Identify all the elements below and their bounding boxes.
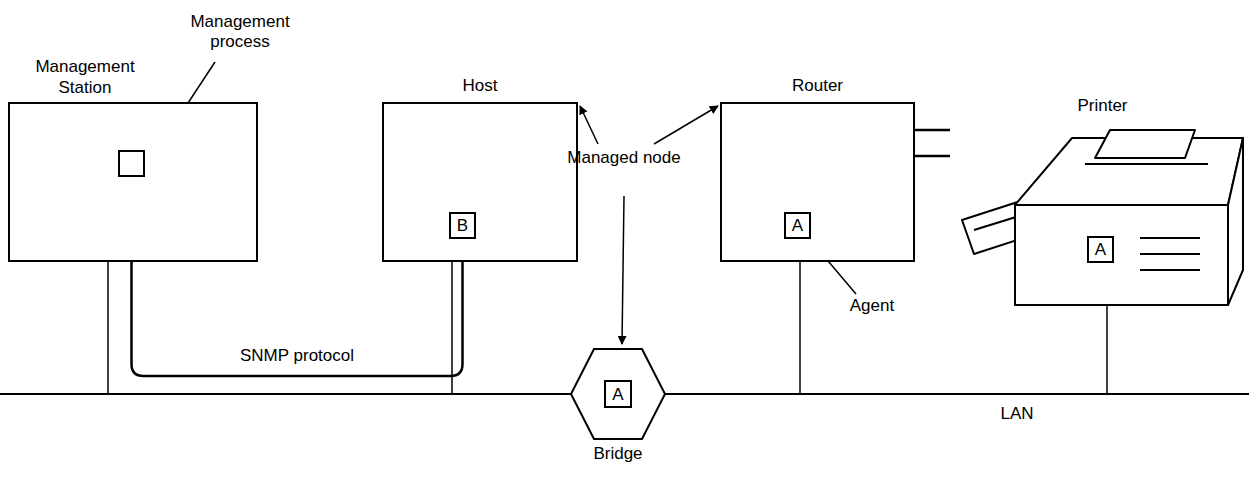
front-line bbox=[1140, 253, 1200, 255]
device-box: HostB bbox=[382, 102, 578, 262]
device-name: Host bbox=[384, 76, 576, 96]
front-line bbox=[1140, 237, 1200, 239]
callout-label: Agent bbox=[842, 296, 902, 316]
front-line bbox=[1140, 269, 1200, 271]
management-process-box bbox=[118, 150, 145, 177]
edge-label: SNMP protocol bbox=[236, 346, 358, 366]
device-name: Management Station bbox=[10, 57, 160, 98]
agent-letter: A bbox=[792, 217, 803, 234]
agent-box: A bbox=[784, 212, 811, 239]
callout-label: Managed node bbox=[564, 148, 684, 168]
callout-label: LAN bbox=[992, 404, 1042, 424]
printer-drop bbox=[1106, 305, 1108, 394]
printer-side bbox=[1228, 138, 1243, 305]
agent-box: A bbox=[1087, 236, 1114, 263]
station-drop bbox=[107, 262, 109, 394]
agent-letter: B bbox=[457, 217, 468, 234]
printer-illustration bbox=[960, 120, 1245, 310]
leader-arrow bbox=[622, 196, 624, 344]
printer-front bbox=[1015, 205, 1228, 305]
agent-box: A bbox=[604, 380, 632, 408]
device-box: Management Station bbox=[8, 102, 258, 262]
device-name: Printer bbox=[960, 96, 1245, 116]
agent-letter: A bbox=[1095, 241, 1106, 258]
paper-sheet bbox=[1095, 130, 1195, 158]
host-drop bbox=[451, 262, 453, 394]
callout-label: Management process bbox=[170, 12, 310, 53]
leader-arrow bbox=[654, 106, 718, 144]
agent-letter: A bbox=[612, 386, 623, 403]
leader-arrow bbox=[580, 106, 598, 144]
router-drop bbox=[799, 262, 801, 394]
device-box: RouterA bbox=[720, 102, 915, 262]
printer-node: PrinterA bbox=[960, 120, 1245, 310]
hexagon-outline bbox=[571, 349, 665, 439]
router-port bbox=[915, 129, 950, 132]
agent-box: B bbox=[449, 212, 476, 239]
device-name: Router bbox=[722, 76, 913, 96]
bridge-node: BridgeA bbox=[570, 348, 666, 440]
paper-slot bbox=[1085, 163, 1208, 165]
router-port bbox=[915, 155, 950, 158]
device-name: Bridge bbox=[540, 444, 696, 464]
